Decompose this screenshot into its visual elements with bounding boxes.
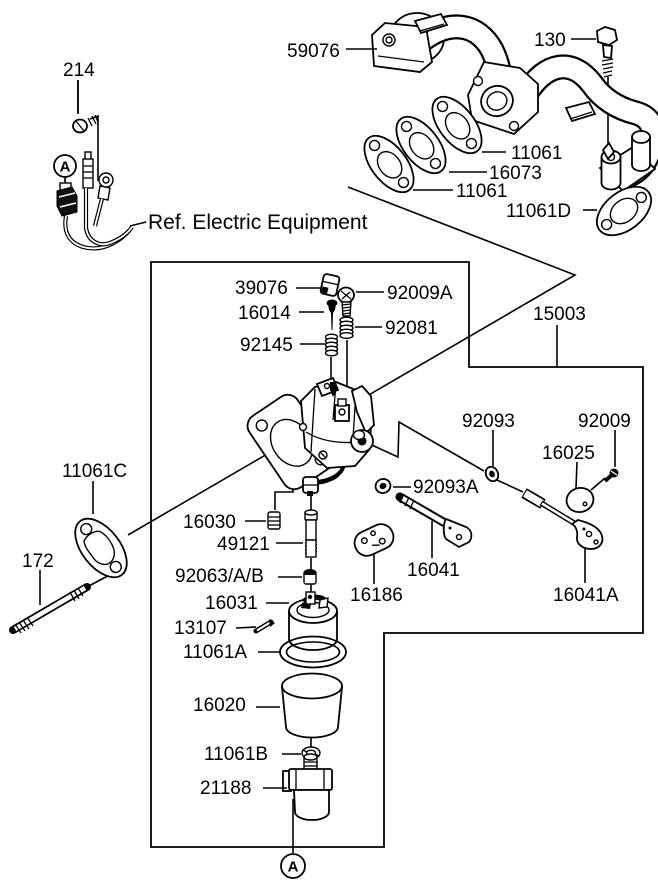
part-label-21188: 21188 xyxy=(200,778,251,799)
connector-drawing xyxy=(56,186,78,217)
view-marker-a-bottom: A xyxy=(280,853,306,879)
part-label-92145: 92145 xyxy=(240,335,293,356)
needle-16014-drawing xyxy=(326,299,338,330)
stud-tip-drawing xyxy=(601,141,616,161)
ring-terminal-drawing xyxy=(92,172,114,227)
stud-172-drawing xyxy=(9,583,91,634)
detail-box xyxy=(150,261,644,848)
view-marker-a-top: A xyxy=(53,154,77,178)
part-label-16041: 16041 xyxy=(407,560,460,581)
spring-92081-drawing xyxy=(339,316,354,340)
gasket-11061d-drawing xyxy=(596,185,652,237)
part-label-39076: 39076 xyxy=(235,278,288,299)
carburetor-drawing xyxy=(246,376,375,496)
bolt-130-drawing xyxy=(596,26,619,78)
ref-electric-equipment-label: Ref. Electric Equipment xyxy=(148,211,368,234)
gasket-16073-drawing xyxy=(395,115,447,175)
part-label-92081: 92081 xyxy=(385,318,438,339)
washer-92093-drawing xyxy=(484,465,500,483)
part-label-11061b: 11061B xyxy=(204,744,268,765)
part-label-13107: 13107 xyxy=(174,618,227,639)
part-label-11061c: 11061C xyxy=(62,461,127,482)
part-label-59076: 59076 xyxy=(287,41,340,62)
gasket-11061c-drawing xyxy=(74,517,128,579)
part-label-172: 172 xyxy=(22,551,54,572)
part-label-92093a: 92093A xyxy=(413,477,479,498)
electric-equipment-drawing: A xyxy=(53,80,147,251)
nut-92093a-drawing xyxy=(374,478,392,494)
spring-92145-drawing xyxy=(324,333,339,357)
leader-lines xyxy=(39,38,616,789)
part-label-16025: 16025 xyxy=(542,443,595,464)
float-16031-drawing xyxy=(288,591,338,651)
part-label-16014: 16014 xyxy=(238,303,291,324)
plug-92063-drawing xyxy=(303,569,317,585)
part-label-16186: 16186 xyxy=(350,585,403,606)
plate-16186-drawing xyxy=(353,523,395,557)
gasket-11061-top-drawing xyxy=(431,95,483,155)
part-label-11061a: 11061A xyxy=(183,642,247,663)
solenoid-21188-drawing xyxy=(282,753,333,821)
part-label-92009: 92009 xyxy=(578,411,631,432)
gasket-11061-mid-drawing xyxy=(363,134,415,194)
part-label-11061-top: 11061 xyxy=(511,143,562,164)
manifold-center-flange xyxy=(467,61,539,136)
carburetor-flange xyxy=(246,393,336,491)
part-label-130: 130 xyxy=(534,30,566,51)
valve-16025-drawing xyxy=(565,486,595,514)
part-label-15003: 15003 xyxy=(533,304,586,325)
wires-drawing xyxy=(63,188,134,251)
part-label-16030: 16030 xyxy=(183,512,236,533)
alignment-lines xyxy=(274,77,609,853)
part-label-16031: 16031 xyxy=(205,593,258,614)
screw-92009-drawing xyxy=(603,468,619,483)
jet-39076-drawing xyxy=(319,273,341,297)
manifold-end-flange xyxy=(598,130,657,193)
shaft-16041-drawing xyxy=(395,492,473,549)
part-label-214: 214 xyxy=(63,60,95,81)
bolt-49121-drawing xyxy=(304,509,318,558)
part-label-11061d: 11061D xyxy=(506,201,571,222)
plug-terminal-drawing xyxy=(82,151,94,189)
view-marker-a-bottom-label: A xyxy=(288,859,299,876)
part-label-16020: 16020 xyxy=(193,695,246,716)
part-label-16073: 16073 xyxy=(489,163,542,184)
part-label-92093: 92093 xyxy=(462,411,515,432)
part-label-92009a: 92009A xyxy=(387,283,453,304)
view-marker-a-top-label: A xyxy=(60,159,71,176)
manifold-flange-59076 xyxy=(371,22,433,73)
screw-92009a-drawing xyxy=(337,286,355,317)
part-label-16041a: 16041A xyxy=(553,585,619,606)
cup-16020-drawing xyxy=(281,672,343,739)
part-label-92063: 92063/A/B xyxy=(175,566,264,587)
manifold-drawing xyxy=(371,12,658,193)
part-labels: 214 59076 130 11061 16073 11061 11061D R… xyxy=(22,30,631,799)
part-label-49121: 49121 xyxy=(217,534,270,555)
part-label-11061-mid: 11061 xyxy=(456,181,507,202)
pin-13107-drawing xyxy=(253,619,275,634)
jet-16030-drawing xyxy=(267,511,281,530)
shaft-16041a-drawing xyxy=(521,488,604,550)
